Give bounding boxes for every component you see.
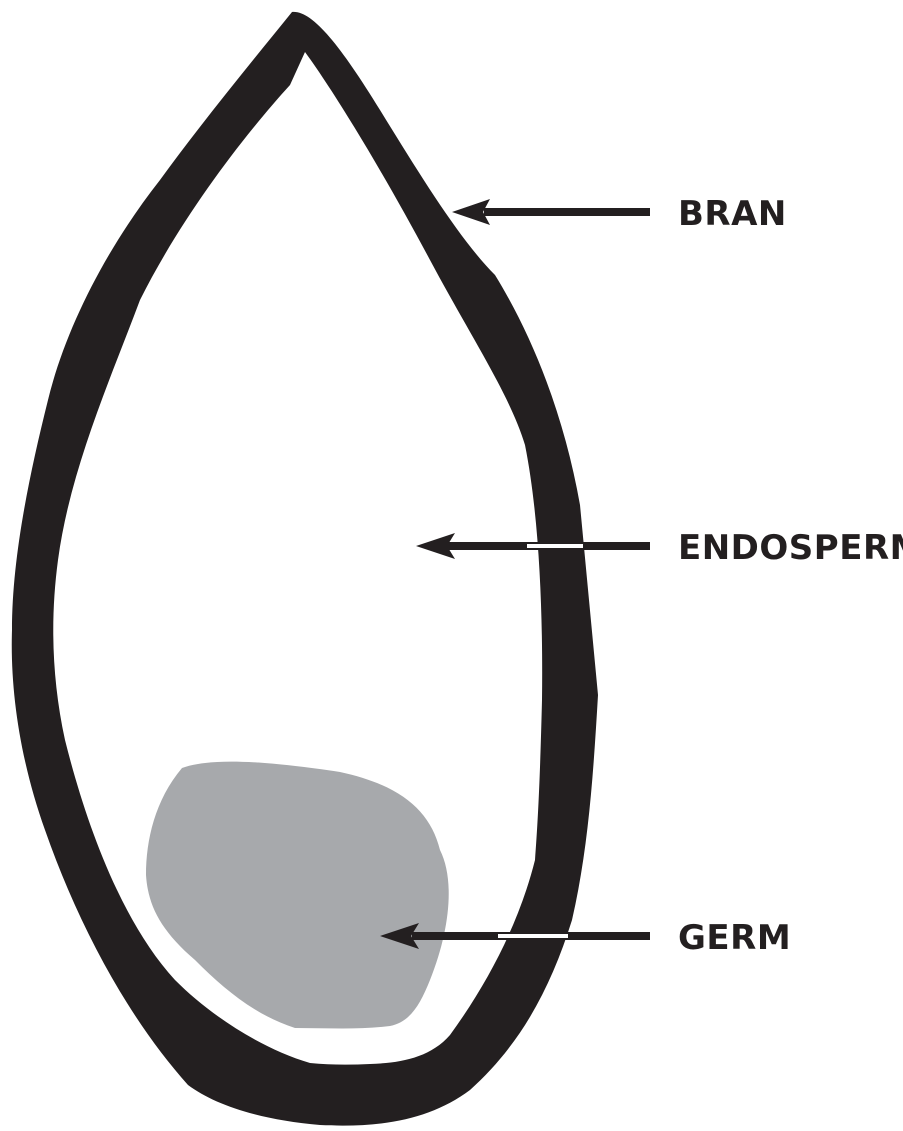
germ-label: GERM	[678, 918, 791, 958]
bran-label: BRAN	[678, 194, 787, 234]
bran-arrow	[452, 199, 650, 225]
endosperm-label: ENDOSPERM	[678, 528, 903, 568]
